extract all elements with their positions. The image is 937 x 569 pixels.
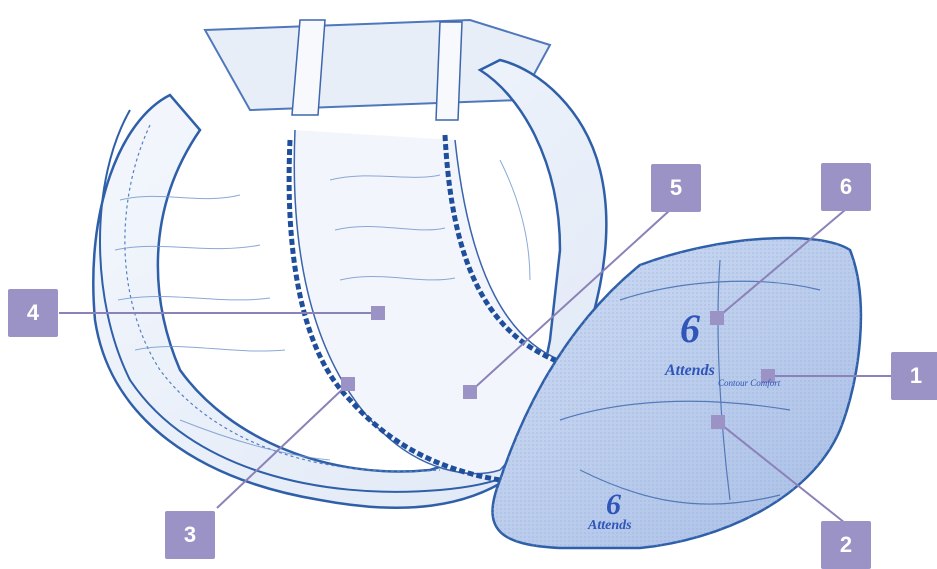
lower-brand-wordmark: Attends bbox=[588, 518, 632, 534]
callout-badge-2: 2 bbox=[821, 521, 871, 569]
size-number-mark: 6 bbox=[680, 305, 700, 352]
callout-badge-3: 3 bbox=[165, 511, 215, 559]
callout-badge-6: 6 bbox=[821, 163, 871, 211]
brand-wordmark: Attends bbox=[665, 362, 715, 380]
callout-badge-1: 1 bbox=[891, 352, 937, 400]
sub-brand-wordmark: Contour Comfort bbox=[718, 378, 780, 388]
absorbent-core bbox=[294, 130, 560, 474]
callout-badge-4: 4 bbox=[8, 289, 58, 337]
lower-size-number-mark: 6 bbox=[606, 488, 621, 522]
callout-badge-5: 5 bbox=[651, 164, 701, 212]
